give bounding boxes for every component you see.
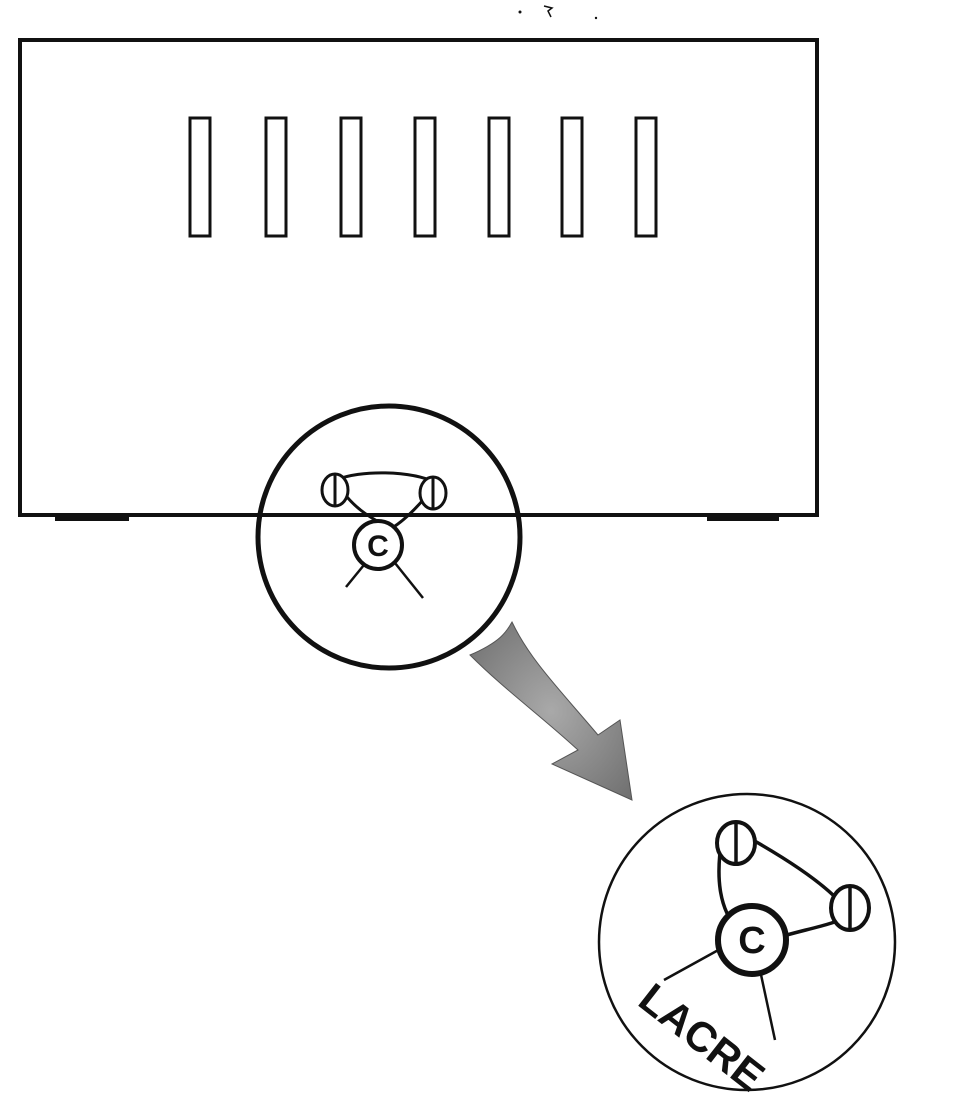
seal-letter-small: C bbox=[367, 530, 389, 563]
screw-icon bbox=[715, 820, 757, 866]
device-cabinet bbox=[18, 38, 819, 517]
screw-icon bbox=[829, 884, 871, 932]
screw-icon bbox=[418, 475, 448, 511]
vent-slot bbox=[188, 116, 212, 238]
detail-circle bbox=[255, 403, 523, 671]
vent-slot bbox=[339, 116, 363, 238]
seal-letter-large: C bbox=[738, 920, 765, 962]
vent-slot bbox=[413, 116, 437, 238]
seal-assembly-large: C LACRE bbox=[630, 820, 871, 1096]
seal-label: LACRE bbox=[630, 974, 773, 1096]
cabinet-foot-right bbox=[707, 513, 779, 521]
seal-disc-small bbox=[352, 519, 404, 571]
vent-slot bbox=[634, 116, 658, 238]
vent-slot bbox=[487, 116, 511, 238]
screw-icon bbox=[320, 472, 350, 508]
seal-assembly-small: C bbox=[320, 471, 448, 599]
scan-specks bbox=[518, 5, 598, 20]
seal-disc-large bbox=[715, 903, 789, 977]
enlarged-detail-circle bbox=[597, 792, 897, 1092]
ventilation-slots bbox=[188, 116, 658, 238]
vent-slot bbox=[560, 116, 584, 238]
arrow-icon bbox=[469, 620, 633, 801]
cabinet-foot-left bbox=[55, 513, 129, 521]
vent-slot bbox=[264, 116, 288, 238]
